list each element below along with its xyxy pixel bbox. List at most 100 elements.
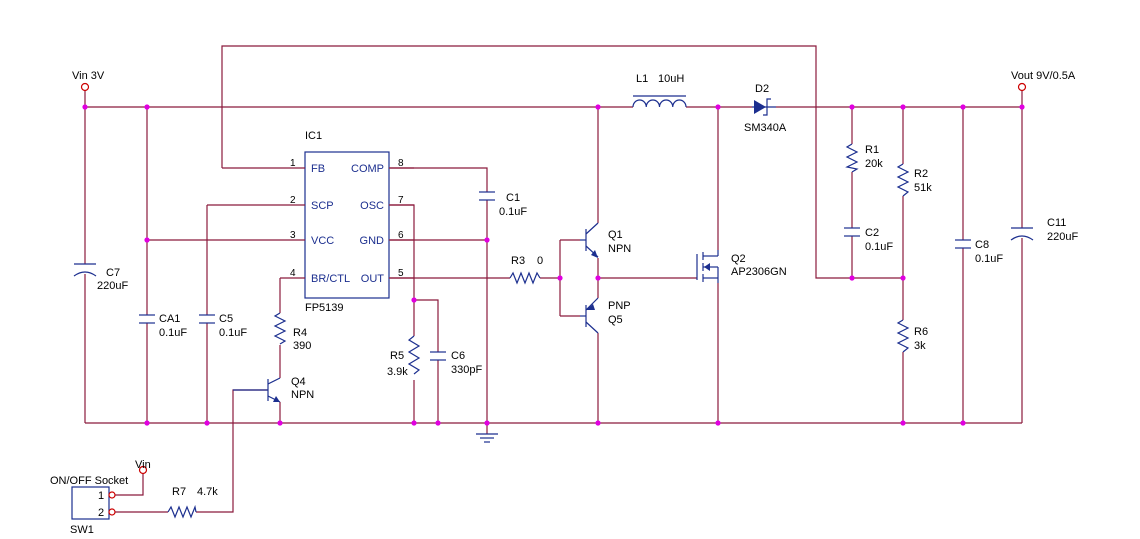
c6-ref: C6 — [451, 350, 465, 362]
resistor-r3: R3 0 — [509, 255, 543, 285]
junction-dot — [484, 420, 490, 426]
capacitor-c5: C5 0.1uF — [199, 313, 247, 339]
sw1-pin2-number: 2 — [98, 507, 104, 519]
r2-ref: R2 — [914, 168, 928, 180]
junction-dot — [435, 420, 441, 426]
q4-type: NPN — [291, 389, 314, 401]
ic1-pin-number: 2 — [290, 195, 296, 206]
c11-ref: C11 — [1047, 217, 1066, 229]
c5-ref: C5 — [219, 313, 233, 325]
junction-dot — [849, 275, 855, 281]
junction-dot — [900, 275, 906, 281]
junction-dot — [595, 420, 601, 426]
ic1-pin-name: GND — [360, 235, 385, 247]
sw1-label: ON/OFF Socket — [50, 475, 128, 487]
capacitor-c7: C7 220uF — [73, 263, 128, 292]
junction-dot — [715, 104, 721, 110]
pnp-transistor-q5: PNP Q5 — [580, 297, 631, 334]
junction-dot — [82, 104, 88, 110]
sw1-pin2-terminal — [108, 508, 116, 516]
c8-value: 0.1uF — [975, 253, 1003, 265]
ic1-pin-number: 1 — [290, 158, 296, 169]
q4-ref: Q4 — [291, 376, 306, 388]
junctions — [82, 104, 1025, 426]
c1-ref: C1 — [506, 192, 520, 204]
junction-dot — [960, 420, 966, 426]
on-off-socket-sw1: 1 2 ON/OFF Socket SW1 — [50, 475, 128, 536]
c7-value: 220uF — [97, 280, 128, 292]
vout-port-terminal — [1017, 82, 1027, 92]
nmos-transistor-q2: Q2 AP2306GN — [696, 250, 787, 283]
junction-dot — [595, 275, 601, 281]
capacitor-c6: C6 330pF — [430, 350, 482, 376]
ic1-pin-name: SCP — [311, 200, 334, 212]
vin-port: Vin 3V — [72, 70, 105, 92]
r4-ref: R4 — [293, 327, 307, 339]
r3-ref: R3 — [511, 255, 525, 267]
vin-small-port-terminal — [138, 465, 148, 475]
ic1-body — [304, 151, 390, 299]
r7-ref: R7 — [172, 486, 186, 498]
r6-ref: R6 — [914, 326, 928, 338]
d2-value: SM340A — [744, 122, 787, 134]
c5-value: 0.1uF — [219, 327, 247, 339]
c11-value: 220uF — [1047, 231, 1078, 243]
capacitor-c11: C11 220uF — [1010, 217, 1078, 243]
r7-value: 4.7k — [197, 486, 218, 498]
c6-value: 330pF — [451, 364, 482, 376]
junction-dot — [484, 237, 490, 243]
ic1-pin-number: 8 — [398, 158, 404, 169]
sw1-body — [71, 486, 110, 520]
q5-type: PNP — [608, 300, 631, 312]
resistor-r6: R6 3k — [896, 319, 928, 353]
ic1-pin-name: VCC — [311, 235, 334, 247]
junction-dot — [557, 275, 563, 281]
junction-dot — [144, 104, 150, 110]
ic1-pin-number: 7 — [398, 195, 404, 206]
junction-dot — [595, 104, 601, 110]
junction-dot — [1019, 104, 1025, 110]
q5-ref: Q5 — [608, 314, 623, 326]
npn-transistor-q4: Q4 NPN — [233, 376, 314, 403]
l1-value: 10uH — [658, 73, 684, 85]
junction-dot — [900, 104, 906, 110]
ic1-pin-name: COMP — [351, 163, 384, 175]
l1-ref: L1 — [636, 73, 648, 85]
sw1-pin1-terminal — [108, 491, 116, 499]
c2-ref: C2 — [865, 227, 879, 239]
ic1: IC1 FP5139 1 2 3 4 8 7 6 5 FB SCP VCC BR… — [280, 130, 414, 314]
junction-dot — [900, 420, 906, 426]
junction-dot — [144, 420, 150, 426]
r1-ref: R1 — [865, 144, 879, 156]
resistor-r7: R7 4.7k — [167, 486, 218, 519]
sw1-ref: SW1 — [70, 524, 94, 536]
ic1-pin-number: 5 — [398, 268, 404, 279]
vin-port-terminal — [80, 82, 90, 92]
ic1-pin-number: 4 — [290, 268, 296, 279]
r6-value: 3k — [914, 340, 926, 352]
junction-dot — [144, 237, 150, 243]
ground-symbol-icon — [476, 433, 498, 443]
c1-value: 0.1uF — [499, 206, 527, 218]
resistor-r4: R4 390 — [273, 312, 311, 352]
vout-port: Vout 9V/0.5A — [1011, 70, 1076, 92]
d2-ref: D2 — [755, 83, 769, 95]
resistor-r5: R5 3.9k — [387, 335, 421, 378]
npn-transistor-q1: Q1 NPN — [580, 222, 631, 258]
r3-value: 0 — [537, 255, 543, 267]
ic1-ref: IC1 — [305, 130, 322, 142]
capacitor-c8: C8 0.1uF — [955, 239, 1003, 265]
c8-ref: C8 — [975, 239, 989, 251]
ic1-pin-number: 6 — [398, 230, 404, 241]
ic1-pin-number: 3 — [290, 230, 296, 241]
q1-type: NPN — [608, 243, 631, 255]
vin-port-label: Vin 3V — [72, 70, 105, 82]
resistor-r1: R1 20k — [845, 143, 883, 173]
resistor-r2: R2 51k — [896, 163, 932, 197]
ic1-pin-name: OSC — [360, 200, 384, 212]
vin-small-port-label: Vin — [135, 459, 151, 471]
sw1-pin1-number: 1 — [98, 490, 104, 502]
q2-ref: Q2 — [731, 253, 746, 265]
vin-small-port: Vin — [135, 459, 151, 475]
